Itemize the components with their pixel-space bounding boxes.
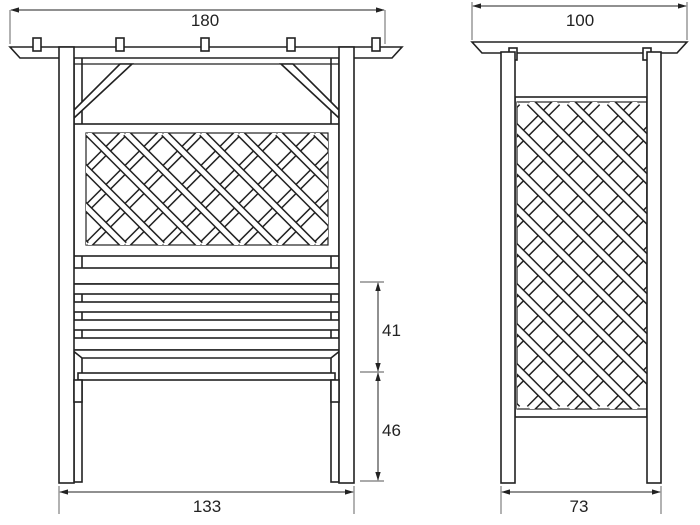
dimension-overall-depth: 100 [471,2,688,40]
dimension-overall-width: 180 [9,7,386,44]
seat-slat [71,283,342,295]
lattice-slat-face [238,133,328,225]
lattice-slat [690,102,700,409]
bench-front-rail [77,372,336,381]
rafter-end [200,37,210,52]
rafter-end [286,37,296,52]
lattice-slat-face [276,133,328,187]
lattice-slat-face [354,133,466,245]
lattice-slat-face [690,102,700,409]
bench-seat [69,267,344,381]
front-posts [58,46,355,484]
lattice-slat-face [517,164,647,304]
dimension-label-backrest-height: 41 [382,321,401,340]
lattice-slat-face [392,133,504,245]
rafter-end [115,37,125,52]
side-lattice-panel [514,96,700,418]
bench-leg-right [330,379,340,403]
lattice-slat-face [200,133,316,245]
lattice-slat-face [124,133,240,245]
side-post-left [500,51,516,484]
lattice-slat [354,133,466,245]
dimension-label-overall-depth: 100 [566,11,594,30]
dimension-label-post-depth: 73 [570,497,589,516]
lattice-slat-face [354,133,466,245]
front-view: 180 [8,7,504,516]
lattice-slat-face [517,244,647,384]
lattice-slat-face [86,165,164,245]
dimension-vertical-heights: 41 46 [360,281,401,482]
dimension-label-seat-height: 46 [382,421,401,440]
lattice-slat-face [517,324,600,409]
seat-slat [71,301,342,313]
rafter-end [32,37,42,52]
side-posts [500,51,662,484]
post-right [338,46,355,484]
backrest-lattice-panel [73,123,504,257]
lattice-slat-face [567,102,647,184]
seat-slat [71,337,342,351]
rafter-end [371,37,381,52]
dimension-label-post-width: 133 [193,497,221,516]
lattice-slat-face [86,203,126,245]
lattice-slat-face [517,204,647,344]
lattice-slat-face [517,284,640,409]
lattice-slat [392,133,504,245]
lattice-slat [392,133,504,245]
lattice-slat-face [162,133,278,245]
lattice-slat-face [392,133,504,245]
seat-slat [71,319,342,331]
lattice-slat-face [86,133,202,245]
lattice-slat-face [527,102,647,224]
pergola-roof-beam [8,37,404,59]
dimension-label-overall-width: 180 [191,11,219,30]
lattice-slat-face [690,102,700,409]
lattice-slat [354,133,466,245]
dimension-post-width: 133 [58,486,355,516]
dimension-post-depth: 73 [500,486,662,516]
lattice-slat-face [517,124,647,264]
post-left [58,46,75,484]
bench-leg-left [73,379,83,403]
side-post-right [646,51,662,484]
lattice-slat [690,102,700,409]
side-view: 100 73 [470,2,700,516]
